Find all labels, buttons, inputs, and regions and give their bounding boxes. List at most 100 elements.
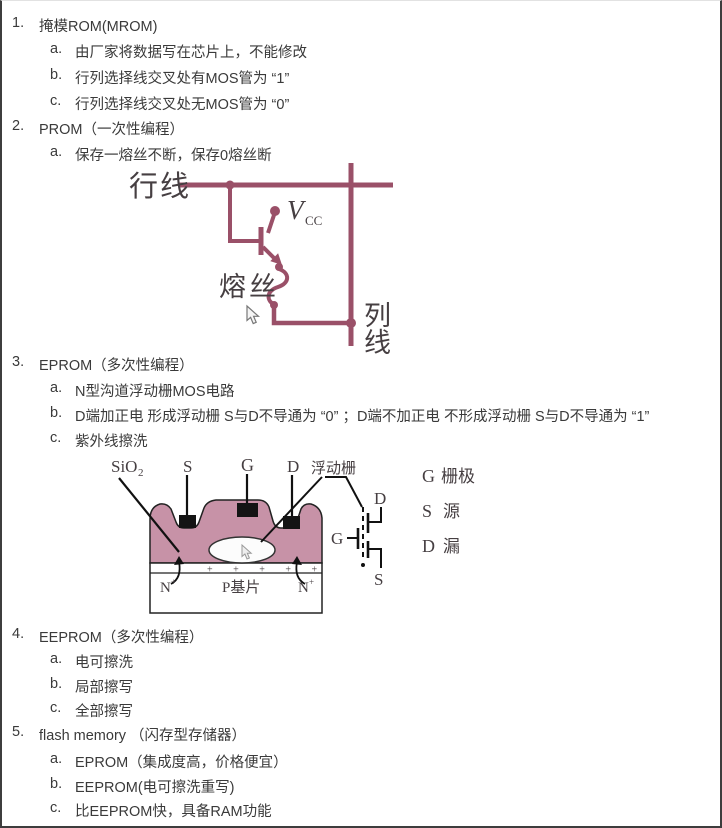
legend-gate-name: 栅极 xyxy=(441,467,475,486)
sub-text: N型沟道浮动栅MOS电路 xyxy=(75,384,235,400)
list-subitem: a. 保存一熔丝不断，保存0熔丝断 xyxy=(2,144,720,164)
p-substrate-label: P基片 xyxy=(222,579,260,596)
floating-gate-label: 浮动栅 xyxy=(311,460,356,477)
list-subitem: a. 由厂家将数据写在芯片上，不能修改 xyxy=(2,41,720,61)
sub-letter: a. xyxy=(50,651,63,667)
list-item-4: 4. EEPROM（多次性编程） xyxy=(2,626,720,646)
list-number: 4. xyxy=(12,626,25,642)
list-subitem: a. EPROM（集成度高，价格便宜） xyxy=(2,751,720,771)
list-number: 3. xyxy=(12,354,25,370)
list-item-2: 2. PROM（一次性编程） xyxy=(2,118,720,138)
sub-letter: a. xyxy=(50,751,63,767)
sub-letter: b. xyxy=(50,67,63,83)
list-number: 2. xyxy=(12,118,25,134)
sub-text: 全部擦写 xyxy=(75,704,133,720)
list-subitem: b. 局部擦写 xyxy=(2,676,720,696)
sub-letter: c. xyxy=(50,800,62,816)
n-plus-left-arrow xyxy=(170,561,181,585)
oxide-body xyxy=(149,499,323,564)
n-plus-right-sup: + xyxy=(309,577,314,587)
symbol-gate-label: G xyxy=(331,529,343,548)
list-subitem: a. N型沟道浮动栅MOS电路 xyxy=(2,380,720,400)
emitter-arrowhead xyxy=(270,253,282,265)
list-title: flash memory （闪存型存储器） xyxy=(39,728,247,744)
sub-text: 行列选择线交叉处无MOS管为 “0” xyxy=(75,97,290,113)
list-subitem: b. EEPROM(电可擦洗重写) xyxy=(2,776,720,796)
list-item-1: 1. 掩模ROM(MROM) xyxy=(2,15,720,35)
n-plus-left-sup: + xyxy=(171,577,176,587)
emitter-wire xyxy=(261,245,276,260)
sub-text: D端加正电 形成浮动栅 S与D不导通为 “0” ；D端不加正电 不形成浮动栅 S… xyxy=(75,409,650,425)
list-subitem: c. 行列选择线交叉处无MOS管为 “0” xyxy=(2,93,720,113)
sub-letter: c. xyxy=(50,93,62,109)
sub-letter: c. xyxy=(50,700,62,716)
list-subitem: c. 全部擦写 xyxy=(2,700,720,720)
collector-wire xyxy=(266,214,276,234)
floating-gate-pointer-right xyxy=(325,476,363,508)
legend-drain-name: 漏 xyxy=(443,537,460,556)
gate-contact xyxy=(237,503,258,517)
sub-letter: a. xyxy=(50,380,63,396)
drain-contact xyxy=(283,516,300,529)
list-title: EPROM（多次性编程） xyxy=(39,358,194,374)
drain-label: D xyxy=(287,457,299,476)
symbol-drain-label: D xyxy=(374,489,386,508)
n-plus-left-arrowhead xyxy=(174,556,184,565)
sub-text: EPROM（集成度高，价格便宜） xyxy=(75,755,288,771)
sub-letter: b. xyxy=(50,676,63,692)
sub-letter: a. xyxy=(50,144,63,160)
list-item-3: 3. EPROM（多次性编程） xyxy=(2,354,720,374)
symbol-source-lead xyxy=(368,548,382,568)
list-number: 5. xyxy=(12,724,25,740)
sub-letter: b. xyxy=(50,405,63,421)
prom-fuse-diagram: 行线 V CC 熔丝 列 线 xyxy=(129,163,393,358)
sub-text: 比EEPROM快，具备RAM功能 xyxy=(75,804,272,820)
n-plus-left-label: N xyxy=(160,580,171,596)
n-plus-right-label: N xyxy=(298,580,309,596)
row-line-label: 行线 xyxy=(129,170,191,203)
fuse-label: 熔丝 xyxy=(219,272,279,302)
sub-text: 行列选择线交叉处有MOS管为 “1” xyxy=(75,71,290,87)
source-contact xyxy=(179,515,196,528)
list-number: 1. xyxy=(12,15,25,31)
vcc-subscript: CC xyxy=(305,213,322,228)
symbol-bulk-dot xyxy=(361,563,365,567)
legend-source-abbr: S xyxy=(422,501,432,521)
list-title: PROM（一次性编程） xyxy=(39,122,184,138)
list-subitem: b. 行列选择线交叉处有MOS管为 “1” xyxy=(2,67,720,87)
column-junction-dot xyxy=(346,318,356,328)
sub-text: 保存一熔丝不断，保存0熔丝断 xyxy=(75,148,272,164)
sio2-label: SiO xyxy=(111,457,137,476)
sio2-subscript: 2 xyxy=(138,467,144,479)
fuse-to-column-wire xyxy=(271,307,351,326)
sub-text: 由厂家将数据写在芯片上，不能修改 xyxy=(75,45,307,61)
list-title: 掩模ROM(MROM) xyxy=(39,19,158,35)
column-line-label-1: 列 xyxy=(364,301,391,331)
source-label: S xyxy=(183,457,192,476)
channel-plus-marks: + + + + + xyxy=(207,565,326,576)
vcc-label: V xyxy=(287,195,307,225)
legend-drain-abbr: D xyxy=(422,536,435,556)
symbol-drain-lead xyxy=(368,507,382,523)
mouse-cursor xyxy=(246,304,261,325)
mouse-cursor xyxy=(241,543,253,560)
floating-gate-pointer-left xyxy=(260,476,323,543)
sio2-pointer-line xyxy=(118,477,180,553)
n-plus-right-arrowhead xyxy=(292,556,302,565)
list-title: EEPROM（多次性编程） xyxy=(39,630,204,646)
n-plus-right-arrow xyxy=(295,561,306,585)
fuse-element xyxy=(266,267,290,307)
vcc-terminal-dot xyxy=(270,206,280,216)
list-subitem: c. 紫外线擦洗 xyxy=(2,430,720,450)
sub-letter: c. xyxy=(50,430,62,446)
list-subitem: c. 比EEPROM快，具备RAM功能 xyxy=(2,800,720,820)
sub-text: 紫外线擦洗 xyxy=(75,434,148,450)
gate-label: G xyxy=(241,455,254,475)
sub-letter: a. xyxy=(50,41,63,57)
list-item-5: 5. flash memory （闪存型存储器） xyxy=(2,724,720,744)
eprom-structure-diagram: + + + + + SiO 2 S G 浮动栅 D 浮动栅 N + N + P基… xyxy=(111,455,475,614)
base-branch-wire xyxy=(228,185,259,243)
list-subitem: b. D端加正电 形成浮动栅 S与D不导通为 “0” ；D端不加正电 不形成浮动… xyxy=(2,405,720,425)
sub-letter: b. xyxy=(50,776,63,792)
